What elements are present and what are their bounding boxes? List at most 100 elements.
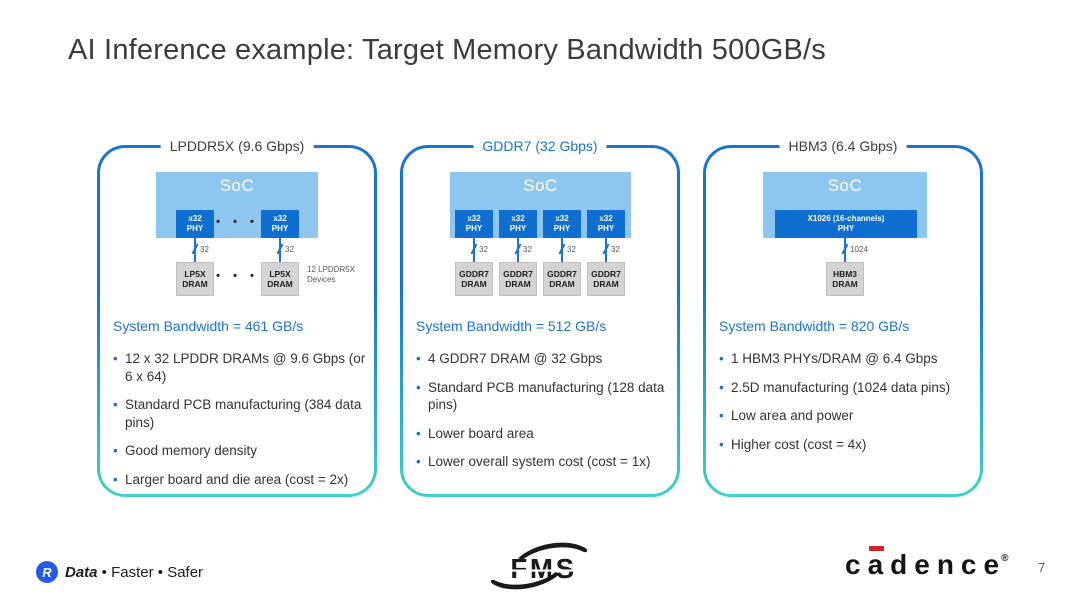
hbm3-diagram: SoC X1026 (16-channels) PHY 1024 HBM3 DR…	[706, 148, 980, 308]
panel-body: LPDDR5X (9.6 Gbps) SoC x32 PHY 32 LP5X	[100, 137, 374, 494]
dram-label: DRAM	[267, 279, 293, 289]
phy-dram-column: x32 PHY 32 GDDR7 DRAM	[455, 210, 493, 296]
phy-dram-column: 1024 HBM3 DRAM	[826, 238, 868, 296]
dram-label: DRAM	[505, 279, 531, 289]
devices-note-line: Devices	[307, 275, 336, 284]
phy-box: x32 PHY	[543, 210, 581, 238]
bullet-item: Larger board and die area (cost = 2x)	[113, 471, 366, 489]
phy-dram-column: x32 PHY 32 LP5X DRAM	[261, 210, 299, 296]
bullet-item: Higher cost (cost = 4x)	[719, 436, 972, 454]
bus-width-label: 32	[285, 245, 294, 254]
lpddr5x-diagram: SoC x32 PHY 32 LP5X DRAM	[100, 148, 374, 308]
ellipsis-dots: • • •	[216, 270, 259, 282]
dram-label: GDDR7	[547, 269, 577, 279]
bus-wire: 1024	[826, 238, 868, 262]
dram-label: GDDR7	[591, 269, 621, 279]
bullet-item: 2.5D manufacturing (1024 data pins)	[719, 379, 972, 397]
memory-panel-lpddr5x: LPDDR5X (9.6 Gbps) SoC x32 PHY 32 LP5X	[97, 137, 377, 497]
bullet-item: Lower board area	[416, 425, 669, 443]
bus-wire: 32	[455, 238, 493, 262]
dram-box: HBM3 DRAM	[826, 262, 864, 296]
dram-box: GDDR7 DRAM	[455, 262, 493, 296]
page-number: 7	[1038, 560, 1046, 575]
phy-box: x32 PHY	[499, 210, 537, 238]
bus-width-label: 1024	[850, 245, 868, 254]
dram-box: GDDR7 DRAM	[587, 262, 625, 296]
dram-label: LP5X	[269, 269, 291, 279]
bus-slash-icon	[841, 243, 849, 255]
phy-label: X1026 (16-channels)	[807, 214, 885, 223]
dram-label: DRAM	[549, 279, 575, 289]
bus-wire: 32	[499, 238, 537, 262]
dram-box: LP5X DRAM	[261, 262, 299, 296]
bus-slash-icon	[558, 243, 566, 255]
bus-width-label: 32	[611, 245, 620, 254]
bus-width-label: 32	[479, 245, 488, 254]
bus-slash-icon	[602, 243, 610, 255]
bullet-item: 1 HBM3 PHYs/DRAM @ 6.4 Gbps	[719, 350, 972, 368]
dram-label: GDDR7	[459, 269, 489, 279]
rambus-tagline-bold: Data	[65, 563, 98, 581]
bandwidth-text: System Bandwidth = 512 GB/s	[416, 318, 607, 334]
fms-logo-graphic: FMS	[490, 542, 588, 590]
devices-note: 12 LPDDR5X Devices	[307, 265, 355, 285]
bullet-item: Low area and power	[719, 407, 972, 425]
phy-dram-column: x32 PHY 32 GDDR7 DRAM	[543, 210, 581, 296]
bullet-list: 4 GDDR7 DRAM @ 32 Gbps Standard PCB manu…	[416, 350, 669, 482]
panel-body: GDDR7 (32 Gbps) SoC x32 PHY 32 GDDR7	[403, 137, 677, 494]
soc-label: SoC	[219, 176, 255, 195]
memory-panel-hbm3: HBM3 (6.4 Gbps) SoC X1026 (16-channels) …	[703, 137, 983, 497]
page-title: AI Inference example: Target Memory Band…	[68, 34, 827, 66]
bus-slash-icon	[191, 243, 199, 255]
bus-wire: 32	[261, 238, 299, 262]
dram-label: DRAM	[593, 279, 619, 289]
memory-panel-gddr7: GDDR7 (32 Gbps) SoC x32 PHY 32 GDDR7	[400, 137, 680, 497]
gddr7-diagram: SoC x32 PHY 32 GDDR7 DRAM	[403, 148, 677, 308]
phy-label: PHY	[465, 224, 483, 233]
phy-box: x32 PHY	[455, 210, 493, 238]
phy-label: x32	[511, 214, 525, 223]
dram-label: DRAM	[832, 279, 858, 289]
panel-header: HBM3 (6.4 Gbps)	[779, 137, 907, 156]
bullet-item: Lower overall system cost (cost = 1x)	[416, 453, 669, 471]
panel-body: HBM3 (6.4 Gbps) SoC X1026 (16-channels) …	[706, 137, 980, 494]
phy-label: x32	[467, 214, 481, 223]
phy-box: X1026 (16-channels) PHY	[775, 210, 917, 238]
bullet-item: 12 x 32 LPDDR DRAMs @ 9.6 Gbps (or 6 x 6…	[113, 350, 366, 385]
rambus-r-icon: R	[36, 561, 58, 583]
phy-label: PHY	[271, 224, 289, 233]
cadence-letter: c	[845, 549, 868, 580]
soc-label: SoC	[827, 176, 863, 195]
cadence-logo: cadence®	[845, 549, 1013, 581]
bus-wire: 32	[176, 238, 214, 262]
phy-box: x32 PHY	[261, 210, 299, 238]
phy-label: x32	[555, 214, 569, 223]
registered-mark-icon: ®	[1001, 553, 1009, 564]
phy-label: PHY	[597, 224, 615, 233]
dram-box: LP5X DRAM	[176, 262, 214, 296]
dram-box: GDDR7 DRAM	[543, 262, 581, 296]
bus-slash-icon	[470, 243, 478, 255]
phy-box: x32 PHY	[176, 210, 214, 238]
cadence-letters: dence	[890, 549, 1007, 580]
soc-label: SoC	[523, 176, 558, 195]
dram-box: GDDR7 DRAM	[499, 262, 537, 296]
phy-dram-column: x32 PHY 32 GDDR7 DRAM	[499, 210, 537, 296]
bus-width-label: 32	[200, 245, 209, 254]
bus-slash-icon	[514, 243, 522, 255]
phy-label: PHY	[553, 224, 571, 233]
rambus-logo: R Data • Faster • Safer	[36, 561, 203, 583]
bus-width-label: 32	[523, 245, 532, 254]
dram-label: HBM3	[832, 269, 858, 279]
fms-logo: FMS	[487, 539, 591, 596]
panel-header: LPDDR5X (9.6 Gbps)	[160, 137, 314, 156]
devices-note-line: 12 LPDDR5X	[307, 265, 356, 274]
dram-label: GDDR7	[503, 269, 533, 279]
cadence-macron: a	[867, 549, 891, 580]
panel-header: GDDR7 (32 Gbps)	[473, 137, 607, 156]
phy-label: x32	[188, 214, 202, 223]
bullet-list: 12 x 32 LPDDR DRAMs @ 9.6 Gbps (or 6 x 6…	[113, 350, 366, 499]
bus-wire: 32	[543, 238, 581, 262]
bullet-item: 4 GDDR7 DRAM @ 32 Gbps	[416, 350, 669, 368]
